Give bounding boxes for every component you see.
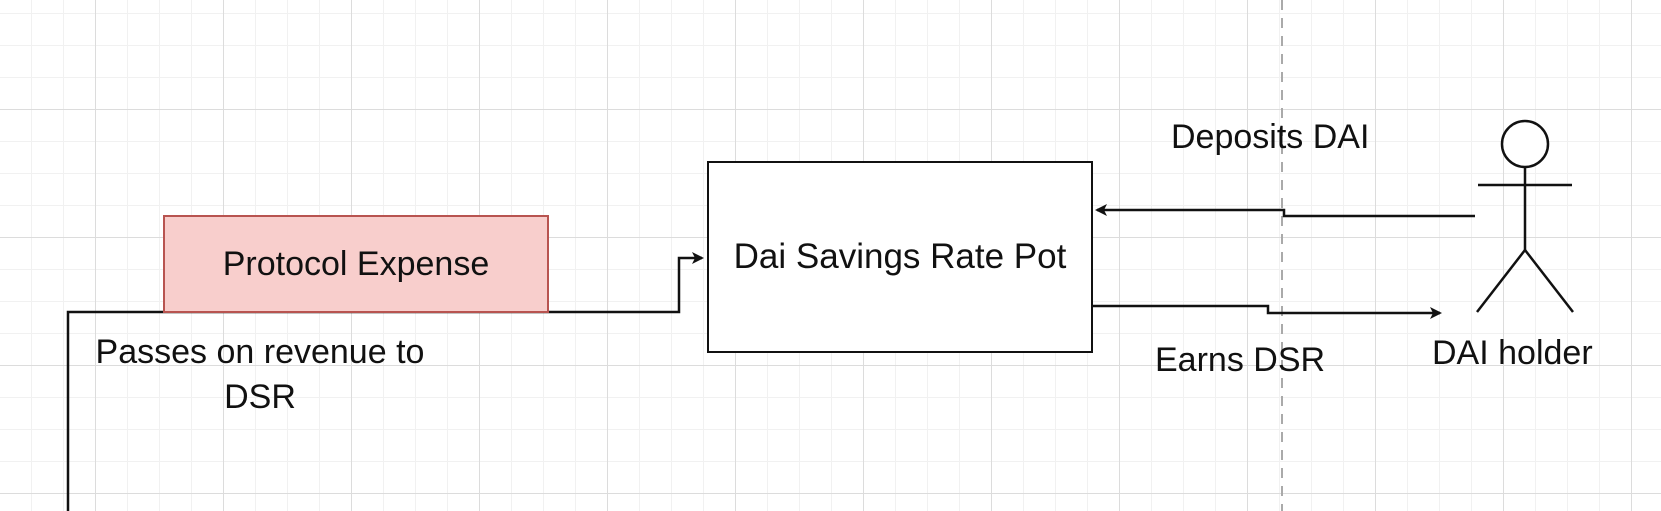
edge-earns-dsr[interactable] [1093, 304, 1442, 319]
edge-passes-revenue[interactable] [66, 252, 704, 511]
dsr-pot-node[interactable]: Dai Savings Rate Pot [707, 161, 1093, 353]
actor-head [1500, 119, 1550, 169]
edge-deposits-dai[interactable] [1095, 204, 1475, 218]
actor-right-leg [1524, 249, 1574, 313]
protocol-expense-label: Protocol Expense [222, 244, 490, 283]
actor-stick-figure-icon[interactable] [1476, 119, 1574, 313]
dai-holder-label: DAI holder [1432, 334, 1593, 372]
protocol-expense-node[interactable]: Protocol Expense [163, 215, 549, 313]
dsr-pot-label: Dai Savings Rate Pot [733, 237, 1067, 276]
actor-left-leg [1476, 249, 1526, 313]
edge-label-deposits-dai: Deposits DAI [1171, 118, 1370, 156]
edge-label-earns-dsr: Earns DSR [1155, 341, 1326, 379]
edge-label-passes-revenue: Passes on revenue to DSR [95, 333, 425, 416]
